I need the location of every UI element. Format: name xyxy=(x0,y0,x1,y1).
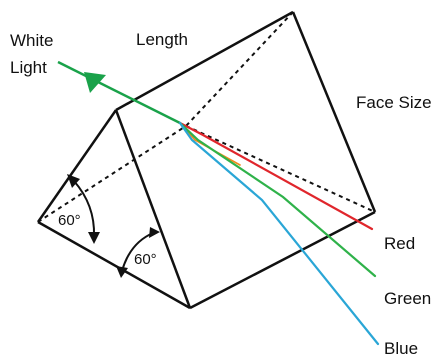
red-label: Red xyxy=(384,234,415,253)
white-light-arrow-icon xyxy=(84,72,106,93)
bottom-angle-arrow-right-icon xyxy=(149,227,160,238)
dispersed-rays xyxy=(178,121,380,346)
green-ray xyxy=(178,121,377,278)
top-ridge-edge xyxy=(115,10,294,112)
blue-label: Blue xyxy=(384,339,418,358)
left-angle-label: 60° xyxy=(58,212,81,229)
hidden-edge-back-top xyxy=(185,11,294,127)
back-face-right-edge xyxy=(291,11,377,213)
left-angle-arrow-top-icon xyxy=(67,174,80,188)
front-face-bottom-edge xyxy=(37,220,191,310)
hidden-edge-front-base xyxy=(37,125,187,223)
white-light-label-line1: White xyxy=(10,31,53,50)
hidden-edge-back-base xyxy=(185,125,376,213)
angle-markers xyxy=(67,174,160,278)
blue-ray xyxy=(178,121,380,346)
white-light-ray xyxy=(57,60,181,125)
red-ray xyxy=(178,121,374,231)
hidden-edges xyxy=(37,11,376,223)
left-angle-arrow-bottom-icon xyxy=(88,232,100,244)
bottom-angle-arrow-left-icon xyxy=(116,266,128,278)
bottom-angle-label: 60° xyxy=(134,251,157,268)
front-face-left-edge xyxy=(36,109,118,223)
orange-ray xyxy=(179,122,241,166)
green-label: Green xyxy=(384,289,431,308)
left-angle-arc xyxy=(73,180,96,237)
front-face-right-edge xyxy=(114,109,192,309)
white-light-line xyxy=(57,60,181,125)
length-label: Length xyxy=(136,30,188,49)
bottom-length-edge xyxy=(189,210,376,310)
prism-edges xyxy=(36,10,377,310)
white-light-label-line2: Light xyxy=(10,58,47,77)
face-size-label: Face Size xyxy=(356,93,432,112)
